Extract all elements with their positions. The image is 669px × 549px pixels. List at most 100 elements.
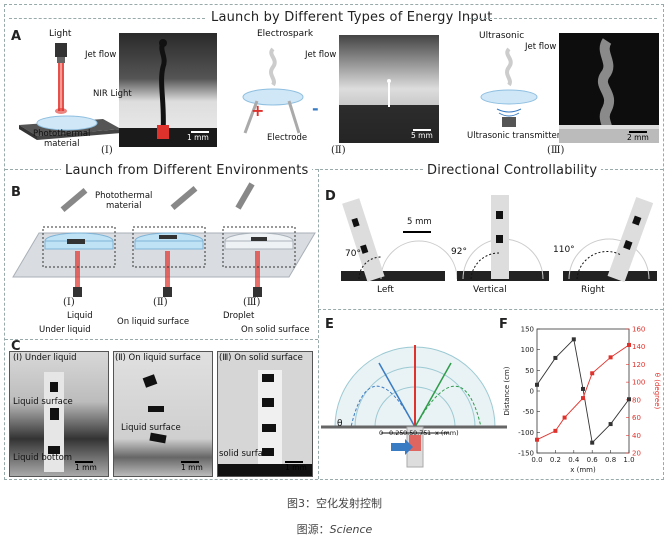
y-tick-label: 150 bbox=[521, 326, 534, 334]
source-name: Science bbox=[329, 523, 373, 536]
under-liquid-label: Under liquid bbox=[39, 325, 91, 335]
y2-tick-label: 20 bbox=[632, 450, 641, 458]
photo-a-1 bbox=[119, 33, 217, 147]
light-label: Light bbox=[49, 29, 72, 39]
figure-frame: Launch by Different Types of Energy Inpu… bbox=[4, 4, 664, 480]
title-line-right bbox=[469, 18, 657, 19]
photo-c-3 bbox=[217, 351, 313, 477]
section-title-direction: Directional Controllability bbox=[423, 163, 602, 178]
liquid-label: Liquid bbox=[67, 311, 93, 321]
y-axis-label: Distance (cm) bbox=[503, 366, 511, 415]
liquid-bottom-label: Liquid bottom bbox=[13, 453, 73, 463]
y2-tick-label: 160 bbox=[632, 326, 645, 334]
scale-bar-c1 bbox=[75, 461, 93, 463]
y-tick-label: -50 bbox=[523, 408, 534, 416]
y-tick-label: 0 bbox=[530, 388, 534, 396]
series-point-1 bbox=[608, 355, 613, 360]
series-line-0 bbox=[536, 338, 630, 444]
panel-label-d: D bbox=[325, 189, 336, 204]
jet-flow-label-1: Jet flow bbox=[85, 50, 117, 60]
solid-surface-label: solid surface bbox=[219, 449, 273, 459]
c-header-3: (Ⅲ) On solid surface bbox=[219, 353, 303, 363]
on-solid-surface-label: On solid surface bbox=[241, 325, 310, 335]
scale-bar-a2 bbox=[413, 129, 431, 131]
source-prefix: 图源： bbox=[296, 523, 330, 536]
panel-label-a: A bbox=[11, 29, 22, 44]
series-point-0 bbox=[571, 337, 576, 342]
minus-sign: - bbox=[312, 99, 319, 118]
e-tick-3: 0.75 bbox=[413, 429, 428, 437]
electrospark-diagram bbox=[242, 47, 304, 134]
jet-flow-image-2 bbox=[339, 79, 439, 143]
panel-label-e: E bbox=[325, 317, 334, 332]
series-point-1 bbox=[535, 437, 539, 442]
scale-text-a3: 2 mm bbox=[627, 133, 649, 142]
divider-d-e bbox=[318, 309, 663, 310]
scale-bar-a1 bbox=[191, 131, 209, 133]
under-liquid-image bbox=[44, 372, 64, 472]
ultrasonic-label: Ultrasonic bbox=[479, 31, 525, 41]
photo-a-2 bbox=[339, 35, 439, 143]
ultrasonic-diagram bbox=[480, 47, 538, 127]
scale-text-c1: 1 mm bbox=[75, 463, 97, 472]
x-tick-label: 0.6 bbox=[587, 456, 599, 464]
scale-bar-c3 bbox=[285, 461, 303, 463]
jet-flow-label-3: Jet flow bbox=[525, 42, 557, 52]
photo-c-2 bbox=[113, 351, 213, 477]
direction-right-label: Right bbox=[581, 285, 605, 295]
section-title-energy: Launch by Different Types of Energy Inpu… bbox=[211, 10, 493, 25]
protractor-diagram bbox=[321, 345, 507, 468]
series-point-0 bbox=[608, 422, 613, 427]
e-x-unit: x (mm) bbox=[435, 429, 459, 437]
title-line-left bbox=[9, 18, 205, 19]
scale-text-a1: 1 mm bbox=[187, 133, 209, 142]
section-divider-horizontal bbox=[5, 169, 663, 170]
c-header-2: (Ⅱ) On liquid surface bbox=[115, 353, 201, 363]
jet-flow-image-3 bbox=[559, 38, 659, 143]
x-tick-label: 0.0 bbox=[531, 456, 542, 464]
series-point-0 bbox=[627, 397, 631, 402]
angle-right: 110° bbox=[553, 245, 575, 255]
angle-left: 70° bbox=[345, 249, 361, 259]
figure-source: 图源：Science bbox=[0, 521, 669, 537]
series-point-0 bbox=[535, 382, 539, 387]
panel-label-f: F bbox=[499, 317, 508, 332]
section-title-environment: Launch from Different Environments bbox=[61, 163, 313, 178]
section-divider-vertical bbox=[318, 169, 319, 479]
on-solid-surface-image bbox=[218, 370, 312, 476]
roman-a1: (Ⅰ) bbox=[101, 145, 113, 156]
series-point-1 bbox=[627, 342, 631, 347]
series-point-0 bbox=[553, 355, 558, 360]
x-tick-label: 0.2 bbox=[550, 456, 561, 464]
scale-bar-a3 bbox=[629, 131, 647, 133]
e-tick-2: 0.5 bbox=[403, 429, 414, 437]
y-tick-label: 100 bbox=[521, 346, 534, 354]
nir-light-label: NIR Light bbox=[93, 89, 132, 99]
series-point-1 bbox=[590, 371, 595, 376]
scale-text-c3: 1 mm bbox=[285, 463, 307, 472]
panel-label-c: C bbox=[11, 339, 21, 354]
scale-text-d: 5 mm bbox=[407, 217, 432, 227]
on-liquid-surface-image bbox=[142, 374, 167, 444]
photo-a-3 bbox=[559, 33, 659, 143]
series-point-1 bbox=[553, 428, 558, 433]
theta-label: θ bbox=[337, 419, 343, 429]
roman-a3: (Ⅲ) bbox=[547, 145, 565, 156]
e-tick-4: 1 bbox=[427, 429, 432, 437]
x-axis-label: x (mm) bbox=[570, 466, 596, 474]
series-point-0 bbox=[590, 440, 595, 445]
e-tick-0: 0 bbox=[379, 429, 384, 437]
y2-axis-label: θ (degree) bbox=[653, 373, 661, 410]
direction-vertical-label: Vertical bbox=[473, 285, 507, 295]
c-header-1: (Ⅰ) Under liquid bbox=[13, 353, 77, 363]
x-tick-label: 0.4 bbox=[568, 456, 580, 464]
series-line-1 bbox=[536, 344, 630, 441]
roman-b1: (Ⅰ) bbox=[63, 297, 75, 308]
y2-tick-label: 80 bbox=[632, 396, 641, 404]
panel-label-b: B bbox=[11, 185, 21, 200]
e-tick-1: 0.25 bbox=[389, 429, 404, 437]
on-liquid-surface-label: On liquid surface bbox=[117, 317, 190, 327]
liquid-surface-label-2: Liquid surface bbox=[121, 423, 181, 433]
direction-photos bbox=[341, 195, 657, 283]
